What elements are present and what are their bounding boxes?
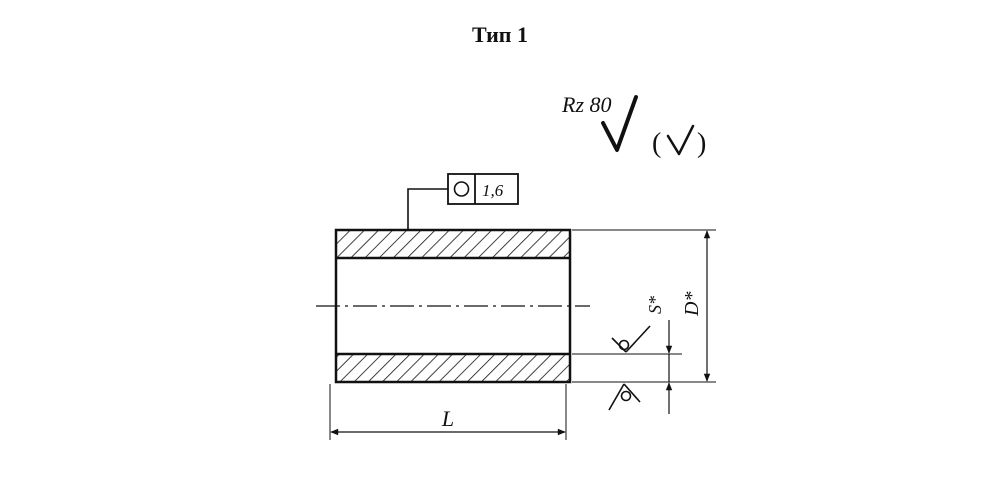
diameter-label: D* bbox=[681, 292, 703, 317]
tolerance-frame: 1,6 bbox=[407, 173, 519, 230]
circularity-icon bbox=[453, 181, 470, 197]
dimension-diameter: D* bbox=[681, 230, 711, 382]
bottom-wall-hatch bbox=[336, 354, 570, 382]
local-roughness-marks bbox=[608, 325, 651, 411]
roughness-mark-outer-icon bbox=[608, 383, 641, 411]
paren-open: ( bbox=[652, 128, 661, 159]
wall-label: S* bbox=[645, 296, 665, 314]
tolerance-value: 1,6 bbox=[482, 181, 504, 200]
roughness-general: Rz 80 ( ) bbox=[561, 92, 706, 159]
roughness-value: Rz 80 bbox=[561, 92, 612, 117]
roughness-check-icon bbox=[601, 95, 638, 152]
dimension-wall: S* bbox=[645, 296, 673, 414]
drawing-title: Тип 1 bbox=[472, 22, 528, 47]
top-wall-hatch bbox=[336, 230, 570, 258]
extension-lines bbox=[329, 229, 716, 440]
paren-check-icon bbox=[666, 124, 695, 156]
dimension-length: L bbox=[330, 406, 566, 436]
length-label: L bbox=[441, 406, 454, 431]
paren-close: ) bbox=[697, 128, 706, 159]
tolerance-leader bbox=[407, 188, 448, 230]
roughness-mark-inner-icon bbox=[611, 325, 651, 353]
bushing-section bbox=[316, 228, 590, 384]
